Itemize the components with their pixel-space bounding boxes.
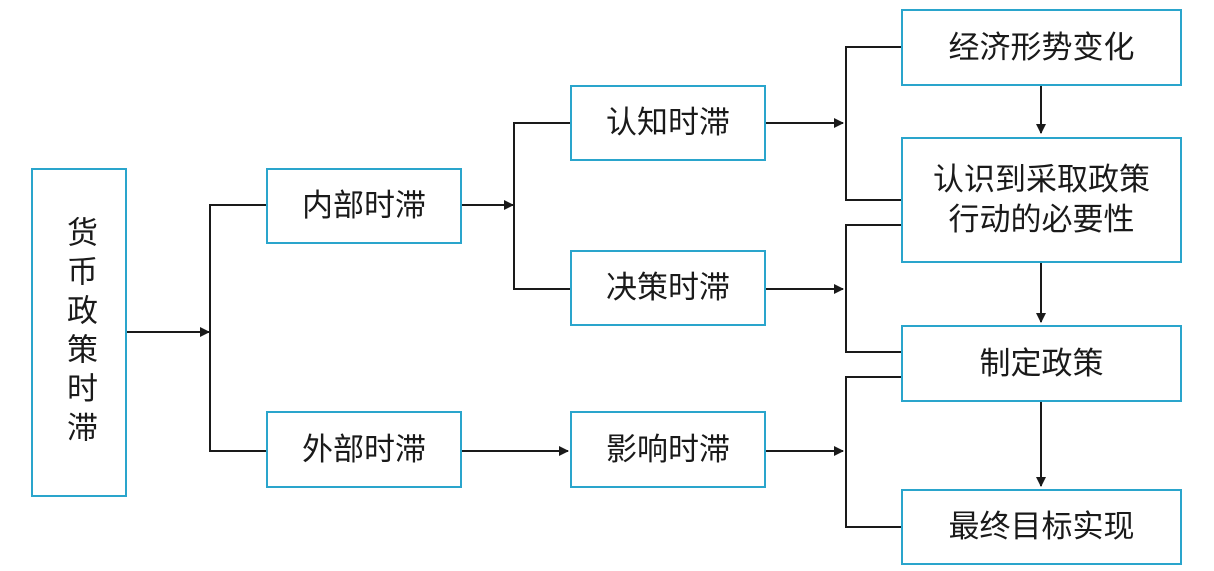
impact-lag-label: 影响时滞 xyxy=(606,431,730,468)
root-branch-bracket xyxy=(209,204,266,452)
outer-lag-label: 外部时滞 xyxy=(302,431,426,468)
decision-lag-node: 决策时滞 xyxy=(570,250,766,326)
recognize-need-line1: 认识到采取政策 xyxy=(933,162,1150,198)
root-node: 货币政策时滞 xyxy=(31,168,127,497)
make-policy-node: 制定政策 xyxy=(901,325,1182,402)
outer-lag-node: 外部时滞 xyxy=(266,411,462,488)
right-bracket-1 xyxy=(845,46,901,201)
recognition-lag-label: 认知时滞 xyxy=(606,105,730,141)
recognition-lag-node: 认知时滞 xyxy=(570,85,766,161)
inner-branch-bracket xyxy=(513,122,570,290)
decision-lag-label: 决策时滞 xyxy=(606,270,730,306)
inner-lag-node: 内部时滞 xyxy=(266,168,462,244)
right-bracket-2 xyxy=(845,224,901,353)
root-label: 货币政策时滞 xyxy=(61,215,97,450)
right-bracket-3 xyxy=(845,376,901,528)
impact-lag-node: 影响时滞 xyxy=(570,411,766,488)
economic-change-node: 经济形势变化 xyxy=(901,9,1182,86)
inner-lag-label: 内部时滞 xyxy=(302,188,426,224)
goal-achieved-label: 最终目标实现 xyxy=(948,509,1135,545)
economic-change-label: 经济形势变化 xyxy=(948,29,1135,66)
recognize-need-node: 认识到采取政策 行动的必要性 xyxy=(901,137,1182,263)
goal-achieved-node: 最终目标实现 xyxy=(901,489,1182,565)
recognize-need-line2: 行动的必要性 xyxy=(948,202,1135,238)
make-policy-label: 制定政策 xyxy=(979,345,1104,382)
